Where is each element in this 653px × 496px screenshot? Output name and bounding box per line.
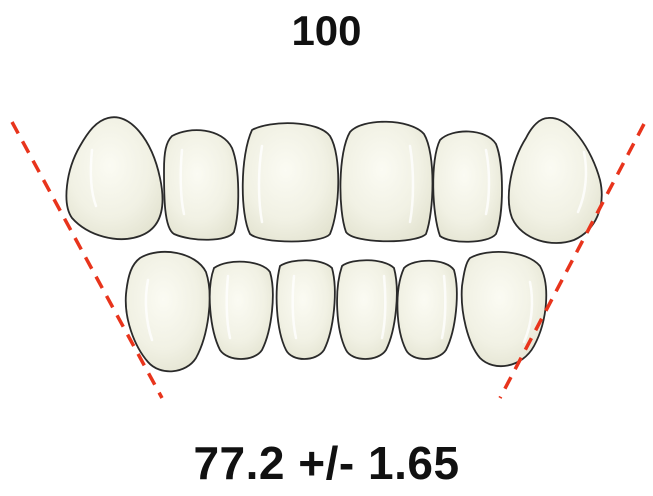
lower-tooth <box>210 262 273 359</box>
lower-tooth <box>126 252 210 372</box>
upper-tooth <box>66 117 162 239</box>
lower-tooth <box>277 260 335 359</box>
lower-arch-width-value: 77.2 +/- 1.65 <box>0 436 653 490</box>
upper-tooth <box>164 130 238 240</box>
upper-teeth <box>66 117 601 243</box>
upper-tooth <box>433 131 502 241</box>
lower-tooth <box>337 260 397 359</box>
lower-teeth <box>126 252 547 372</box>
upper-tooth <box>243 123 339 241</box>
upper-tooth <box>509 118 602 243</box>
lower-tooth <box>462 252 547 366</box>
lower-tooth <box>397 261 456 359</box>
upper-tooth <box>340 122 432 242</box>
